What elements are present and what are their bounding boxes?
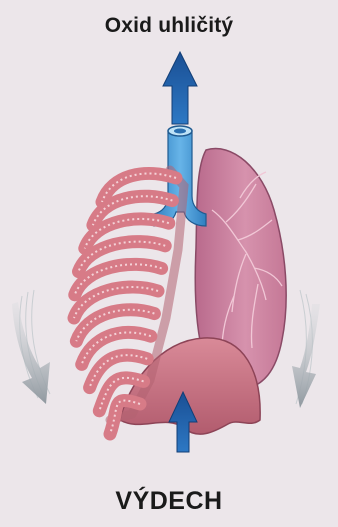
left-contract-arrow-icon [12, 290, 50, 404]
right-contract-arrow-icon [292, 290, 320, 408]
exhalation-label: VÝDECH [0, 487, 338, 516]
exhale-arrow-icon [163, 52, 197, 124]
